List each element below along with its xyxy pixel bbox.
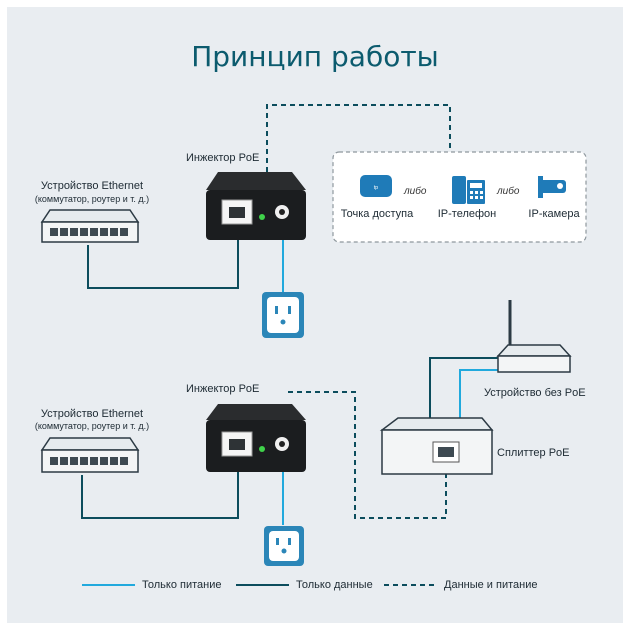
top-data-line bbox=[87, 235, 239, 289]
ip-phone-icon bbox=[452, 176, 485, 204]
top-poe-injector bbox=[206, 172, 306, 240]
device-label-ip-phone: IP-телефон bbox=[437, 208, 497, 220]
legend-power-label: Только питание bbox=[142, 579, 222, 591]
non-poe-device bbox=[496, 300, 572, 373]
legend-data-power-label: Данные и питание bbox=[444, 579, 538, 591]
access-point-icon: tp bbox=[360, 175, 392, 197]
poe-splitter bbox=[379, 417, 494, 475]
svg-text:tp: tp bbox=[374, 185, 378, 191]
splitter-data-line bbox=[429, 357, 498, 418]
bottom-poe-injector bbox=[206, 404, 306, 472]
top-injector-label: Инжектор PoE bbox=[186, 152, 260, 164]
device-label-access-point: Точка доступа bbox=[340, 208, 414, 220]
top-switch-sublabel: (коммутатор, роутер и т. д.) bbox=[34, 194, 150, 204]
bottom-data-line bbox=[81, 472, 239, 519]
bottom-power-outlet bbox=[264, 526, 304, 566]
top-switch-label: Устройство Ethernet bbox=[40, 180, 144, 192]
splitter-power-line bbox=[459, 369, 498, 418]
legend-data-label: Только данные bbox=[296, 579, 373, 591]
top-data-power-line bbox=[266, 104, 451, 172]
bottom-injector-label: Инжектор PoE bbox=[186, 383, 260, 395]
device-label-ip-camera: IP-камера bbox=[528, 208, 580, 220]
top-power-outlet bbox=[262, 292, 304, 338]
top-ethernet-switch bbox=[40, 209, 140, 243]
or-label-1: либо bbox=[404, 186, 427, 197]
bottom-switch-sublabel: (коммутатор, роутер и т. д.) bbox=[34, 421, 150, 431]
bottom-switch-label: Устройство Ethernet bbox=[40, 408, 144, 420]
ip-camera-icon bbox=[538, 176, 566, 198]
or-label-2: либо bbox=[497, 186, 520, 197]
non-poe-device-label: Устройство без PoE bbox=[484, 387, 586, 399]
page-title: Принцип работы bbox=[191, 40, 439, 73]
splitter-label: Сплиттер PoE bbox=[497, 447, 570, 459]
bottom-ethernet-switch bbox=[40, 437, 140, 473]
diagram-background bbox=[7, 7, 623, 623]
bottom-data-power-line bbox=[288, 391, 447, 519]
